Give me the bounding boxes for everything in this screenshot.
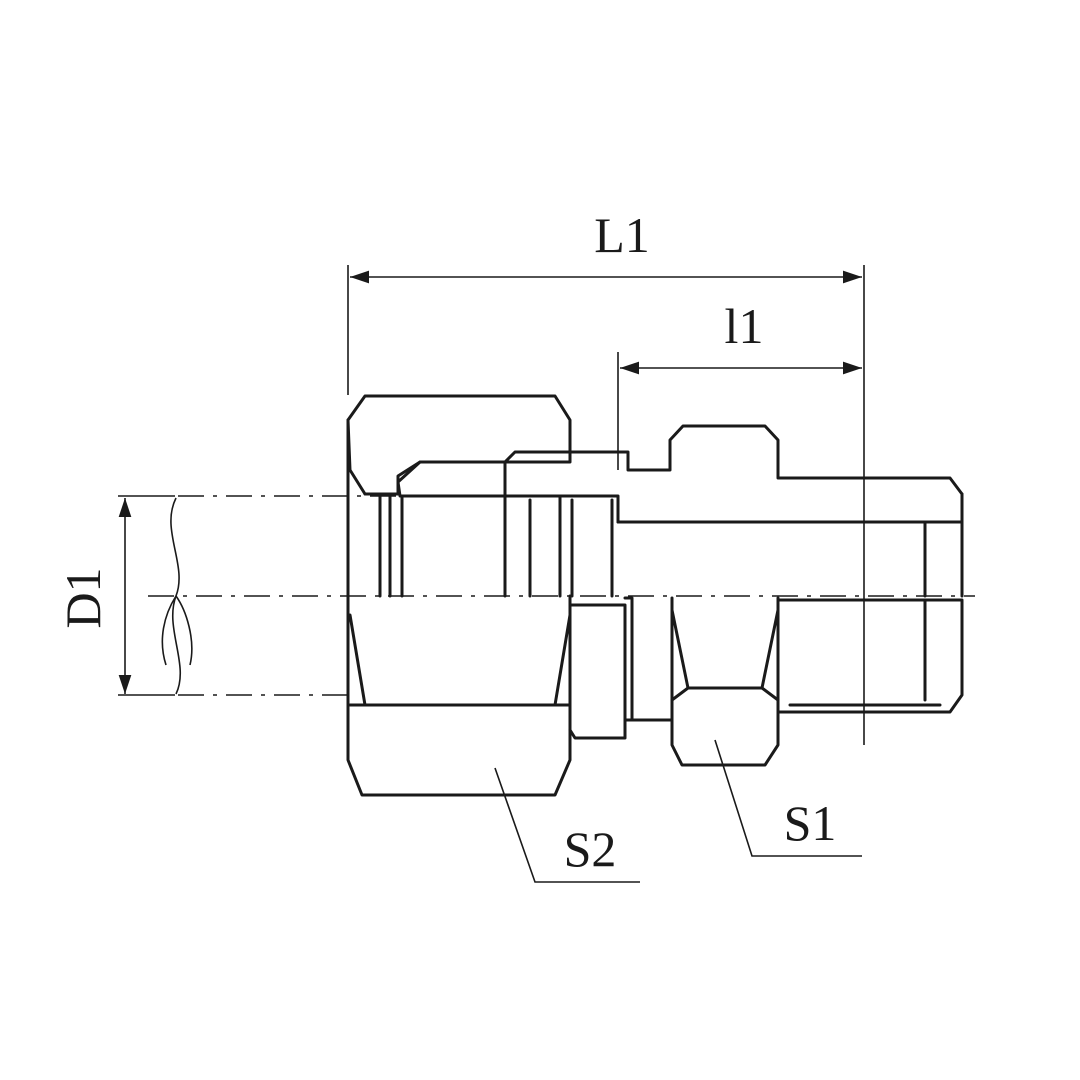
label-l1-thread: l1 xyxy=(725,298,764,354)
hex-body-chamfer xyxy=(670,608,780,690)
leader-s2: S2 xyxy=(494,767,640,883)
hex-body-flat xyxy=(670,686,780,702)
label-s2: S2 xyxy=(564,821,617,877)
leader-line-s2 xyxy=(494,767,640,883)
collar xyxy=(568,603,627,740)
upper-section xyxy=(346,394,964,598)
leader-s1: S1 xyxy=(714,739,862,857)
leader-line-s1 xyxy=(714,739,862,857)
lower-view xyxy=(346,594,964,797)
tube-break-curve-3 xyxy=(161,595,177,666)
male-thread xyxy=(776,598,964,714)
nut-section xyxy=(346,394,572,496)
tube-break-curve-2 xyxy=(175,595,193,666)
hex-nut-s2 xyxy=(346,594,572,797)
ferrule-lines xyxy=(388,494,614,598)
body-section xyxy=(503,424,964,524)
nut-inner-chamfer xyxy=(363,492,382,598)
dimension-d1: D1 xyxy=(55,495,193,696)
label-d1: D1 xyxy=(55,567,111,628)
dimension-l1-thread: l1 xyxy=(617,298,862,470)
sleeve-section xyxy=(396,460,507,498)
label-s1: S1 xyxy=(784,795,837,851)
tube-outline xyxy=(148,495,975,696)
collar-groove xyxy=(623,596,634,722)
hex-nut-chamfer-top xyxy=(348,613,572,707)
dimension-l1: L1 xyxy=(347,207,865,745)
label-l1: L1 xyxy=(594,207,650,263)
